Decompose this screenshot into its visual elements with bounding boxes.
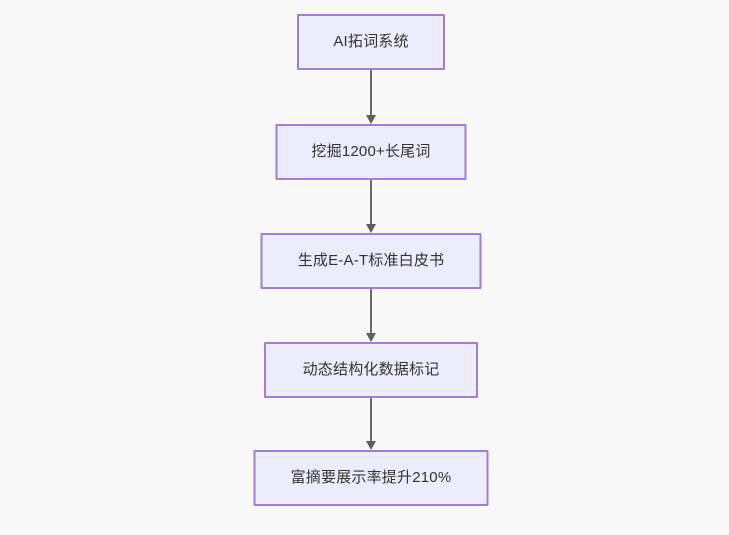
flow-node-rich-snippet-result[interactable]: 富摘要展示率提升210%	[253, 450, 489, 506]
flow-node-longtail-mining[interactable]: 挖掘1200+长尾词	[275, 124, 467, 180]
flow-node-ai-keyword-system[interactable]: AI拓词系统	[297, 14, 445, 70]
connector-line	[370, 289, 372, 333]
connector-line	[370, 180, 372, 224]
connector-line	[370, 70, 372, 115]
flow-node-eat-whitepaper[interactable]: 生成E-A-T标准白皮书	[260, 233, 482, 289]
arrowhead-icon	[366, 224, 376, 233]
connector-node3-to-node4	[364, 289, 378, 342]
connector-node2-to-node3	[364, 180, 378, 233]
arrowhead-icon	[366, 333, 376, 342]
arrowhead-icon	[366, 441, 376, 450]
arrowhead-icon	[366, 115, 376, 124]
connector-node1-to-node2	[364, 70, 378, 124]
connector-line	[370, 398, 372, 441]
connector-node4-to-node5	[364, 398, 378, 450]
flow-node-structured-data-markup[interactable]: 动态结构化数据标记	[264, 342, 478, 398]
